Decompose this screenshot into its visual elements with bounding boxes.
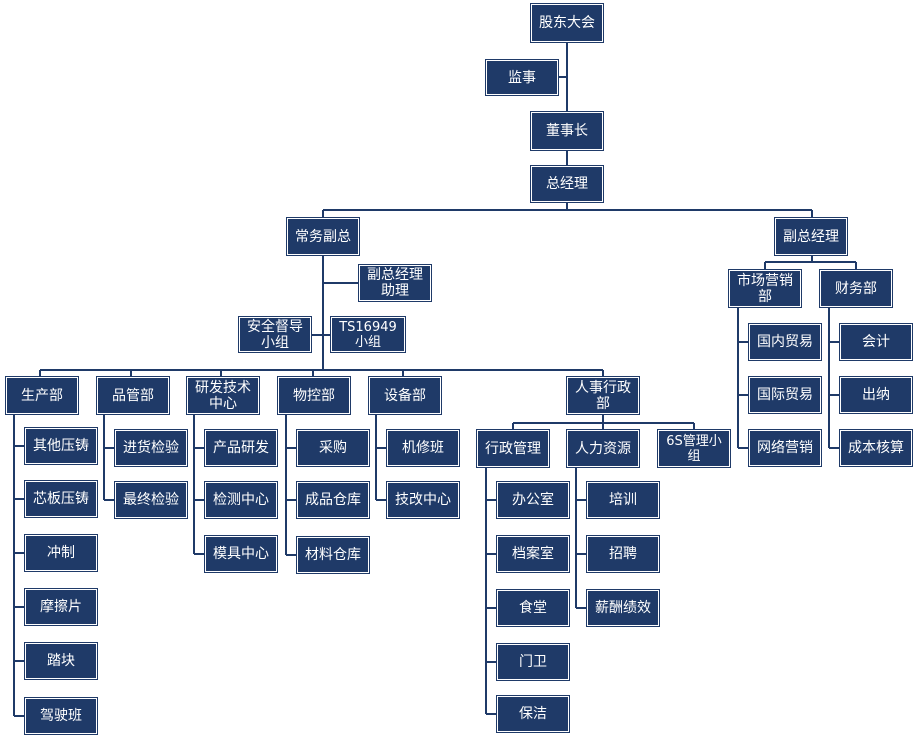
node-shareholders: 股东大会	[531, 4, 603, 42]
node-production-item: 冲制	[25, 535, 97, 571]
node-vp: 副总经理	[775, 218, 847, 255]
node-material: 物控部	[278, 377, 350, 414]
node-admin-mgmt: 行政管理	[477, 430, 549, 467]
node-production-item: 芯板压铸	[25, 481, 97, 517]
node-hr-admin: 人事行政部	[567, 377, 639, 414]
node-admin-item: 门卫	[497, 644, 569, 680]
node-material-item: 材料仓库	[297, 537, 369, 573]
node-admin-item: 档案室	[497, 536, 569, 572]
node-general-manager: 总经理	[531, 166, 603, 202]
node-production-item: 其他压铸	[25, 428, 97, 464]
node-marketing: 市场营销部	[729, 270, 801, 307]
node-6s-group: 6S管理小组	[658, 430, 730, 467]
node-equipment-item: 机修班	[387, 430, 459, 466]
node-rd-item: 产品研发	[205, 430, 277, 466]
node-rd-item: 检测中心	[205, 482, 277, 518]
node-supervisor: 监事	[486, 60, 558, 95]
node-rd-item: 模具中心	[205, 536, 277, 572]
node-marketing-item: 国内贸易	[749, 324, 821, 360]
node-production-item: 驾驶班	[25, 698, 97, 734]
node-hr-item: 招聘	[587, 536, 659, 572]
node-ts-group: TS16949小组	[331, 317, 405, 352]
node-finance-item: 会计	[840, 324, 912, 360]
node-material-item: 成品仓库	[297, 482, 369, 518]
node-quality-item: 进货检验	[115, 430, 187, 466]
node-production-item: 摩擦片	[25, 589, 97, 625]
node-marketing-item: 网络营销	[749, 430, 821, 466]
node-exec-vp: 常务副总	[287, 218, 359, 255]
node-finance: 财务部	[820, 270, 892, 307]
node-equipment: 设备部	[369, 377, 441, 414]
node-finance-item: 出纳	[840, 377, 912, 413]
node-production: 生产部	[6, 377, 78, 414]
node-hr-item: 薪酬绩效	[587, 590, 659, 626]
node-admin-item: 食堂	[497, 590, 569, 626]
node-admin-item: 保洁	[497, 696, 569, 732]
node-chairman: 董事长	[531, 112, 603, 150]
node-finance-item: 成本核算	[840, 430, 912, 466]
node-quality: 品管部	[97, 377, 169, 414]
node-material-item: 采购	[297, 430, 369, 466]
node-assistant-gm: 副总经理助理	[359, 265, 431, 301]
node-admin-item: 办公室	[497, 482, 569, 518]
node-hr: 人力资源	[567, 430, 639, 467]
node-production-item: 踏块	[25, 643, 97, 679]
node-equipment-item: 技改中心	[387, 482, 459, 518]
node-safety-group: 安全督导小组	[239, 317, 311, 352]
node-quality-item: 最终检验	[115, 482, 187, 518]
node-hr-item: 培训	[587, 482, 659, 518]
node-rd: 研发技术中心	[187, 377, 259, 414]
node-marketing-item: 国际贸易	[749, 377, 821, 413]
